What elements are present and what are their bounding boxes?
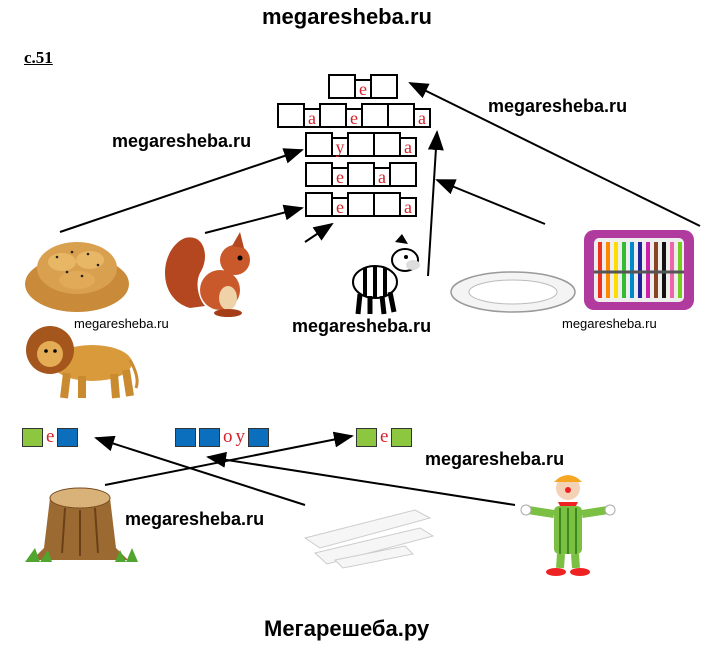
watermark: megaresheba.ru <box>562 316 657 331</box>
letter-cell: а <box>373 167 391 187</box>
letter-cell: а <box>399 137 417 157</box>
blue-square <box>57 427 79 447</box>
letter-cell: е <box>354 79 372 99</box>
green-square <box>391 427 413 447</box>
plate-picture <box>450 271 576 313</box>
grid-row: е <box>328 74 398 99</box>
green-square <box>22 427 43 447</box>
scheme-letter: е <box>380 426 389 447</box>
watermark: megaresheba.ru <box>112 131 252 151</box>
empty-cell[interactable] <box>305 132 333 157</box>
empty-cell[interactable] <box>319 103 347 128</box>
arrow-chalk <box>94 435 306 506</box>
watermark: megaresheba.ru <box>292 316 432 336</box>
arrow-zebra <box>427 130 444 277</box>
bread-bun-picture <box>25 242 129 312</box>
empty-cell[interactable] <box>389 162 417 187</box>
sound-scheme: е <box>22 426 79 448</box>
watermark: megaresheba.ru <box>74 316 169 331</box>
squirrel-picture <box>165 232 250 317</box>
letter-cell: а <box>413 108 431 128</box>
empty-cell[interactable] <box>347 162 375 187</box>
sound-scheme: е <box>356 426 413 448</box>
pencil-case-picture <box>584 230 694 310</box>
chalk-picture <box>303 509 435 569</box>
empty-cell[interactable] <box>370 74 398 99</box>
blue-square <box>199 427 220 447</box>
arrow-squirrel <box>204 204 304 234</box>
blue-square <box>175 427 196 447</box>
lion-picture <box>26 326 139 399</box>
watermark: megaresheba.ru <box>125 509 265 529</box>
stump-picture <box>25 487 138 562</box>
arrow-plate <box>435 179 546 225</box>
bottom-watermark: Мегарешеба.ру <box>264 616 430 641</box>
arrow-pencil-case <box>408 82 701 227</box>
empty-cell[interactable] <box>347 192 375 217</box>
clown-picture <box>520 475 616 576</box>
arrow-bread <box>59 148 304 233</box>
zebra-picture <box>352 234 420 315</box>
scheme-letter: у <box>235 426 246 447</box>
green-square <box>356 427 377 447</box>
scheme-letter: е <box>46 426 55 447</box>
watermark: megaresheba.ru <box>488 96 628 116</box>
letter-cell: а <box>399 197 417 217</box>
top-watermark: megaresheba.ru <box>262 4 432 29</box>
arrow-lion <box>304 222 334 243</box>
empty-cell[interactable] <box>373 132 401 157</box>
blue-square <box>248 427 269 447</box>
watermark: megaresheba.ru <box>425 449 565 469</box>
scheme-letter: о <box>223 426 233 447</box>
arrow-clown <box>206 451 516 506</box>
page-reference: с.51 <box>24 48 53 67</box>
empty-cell[interactable] <box>361 103 389 128</box>
